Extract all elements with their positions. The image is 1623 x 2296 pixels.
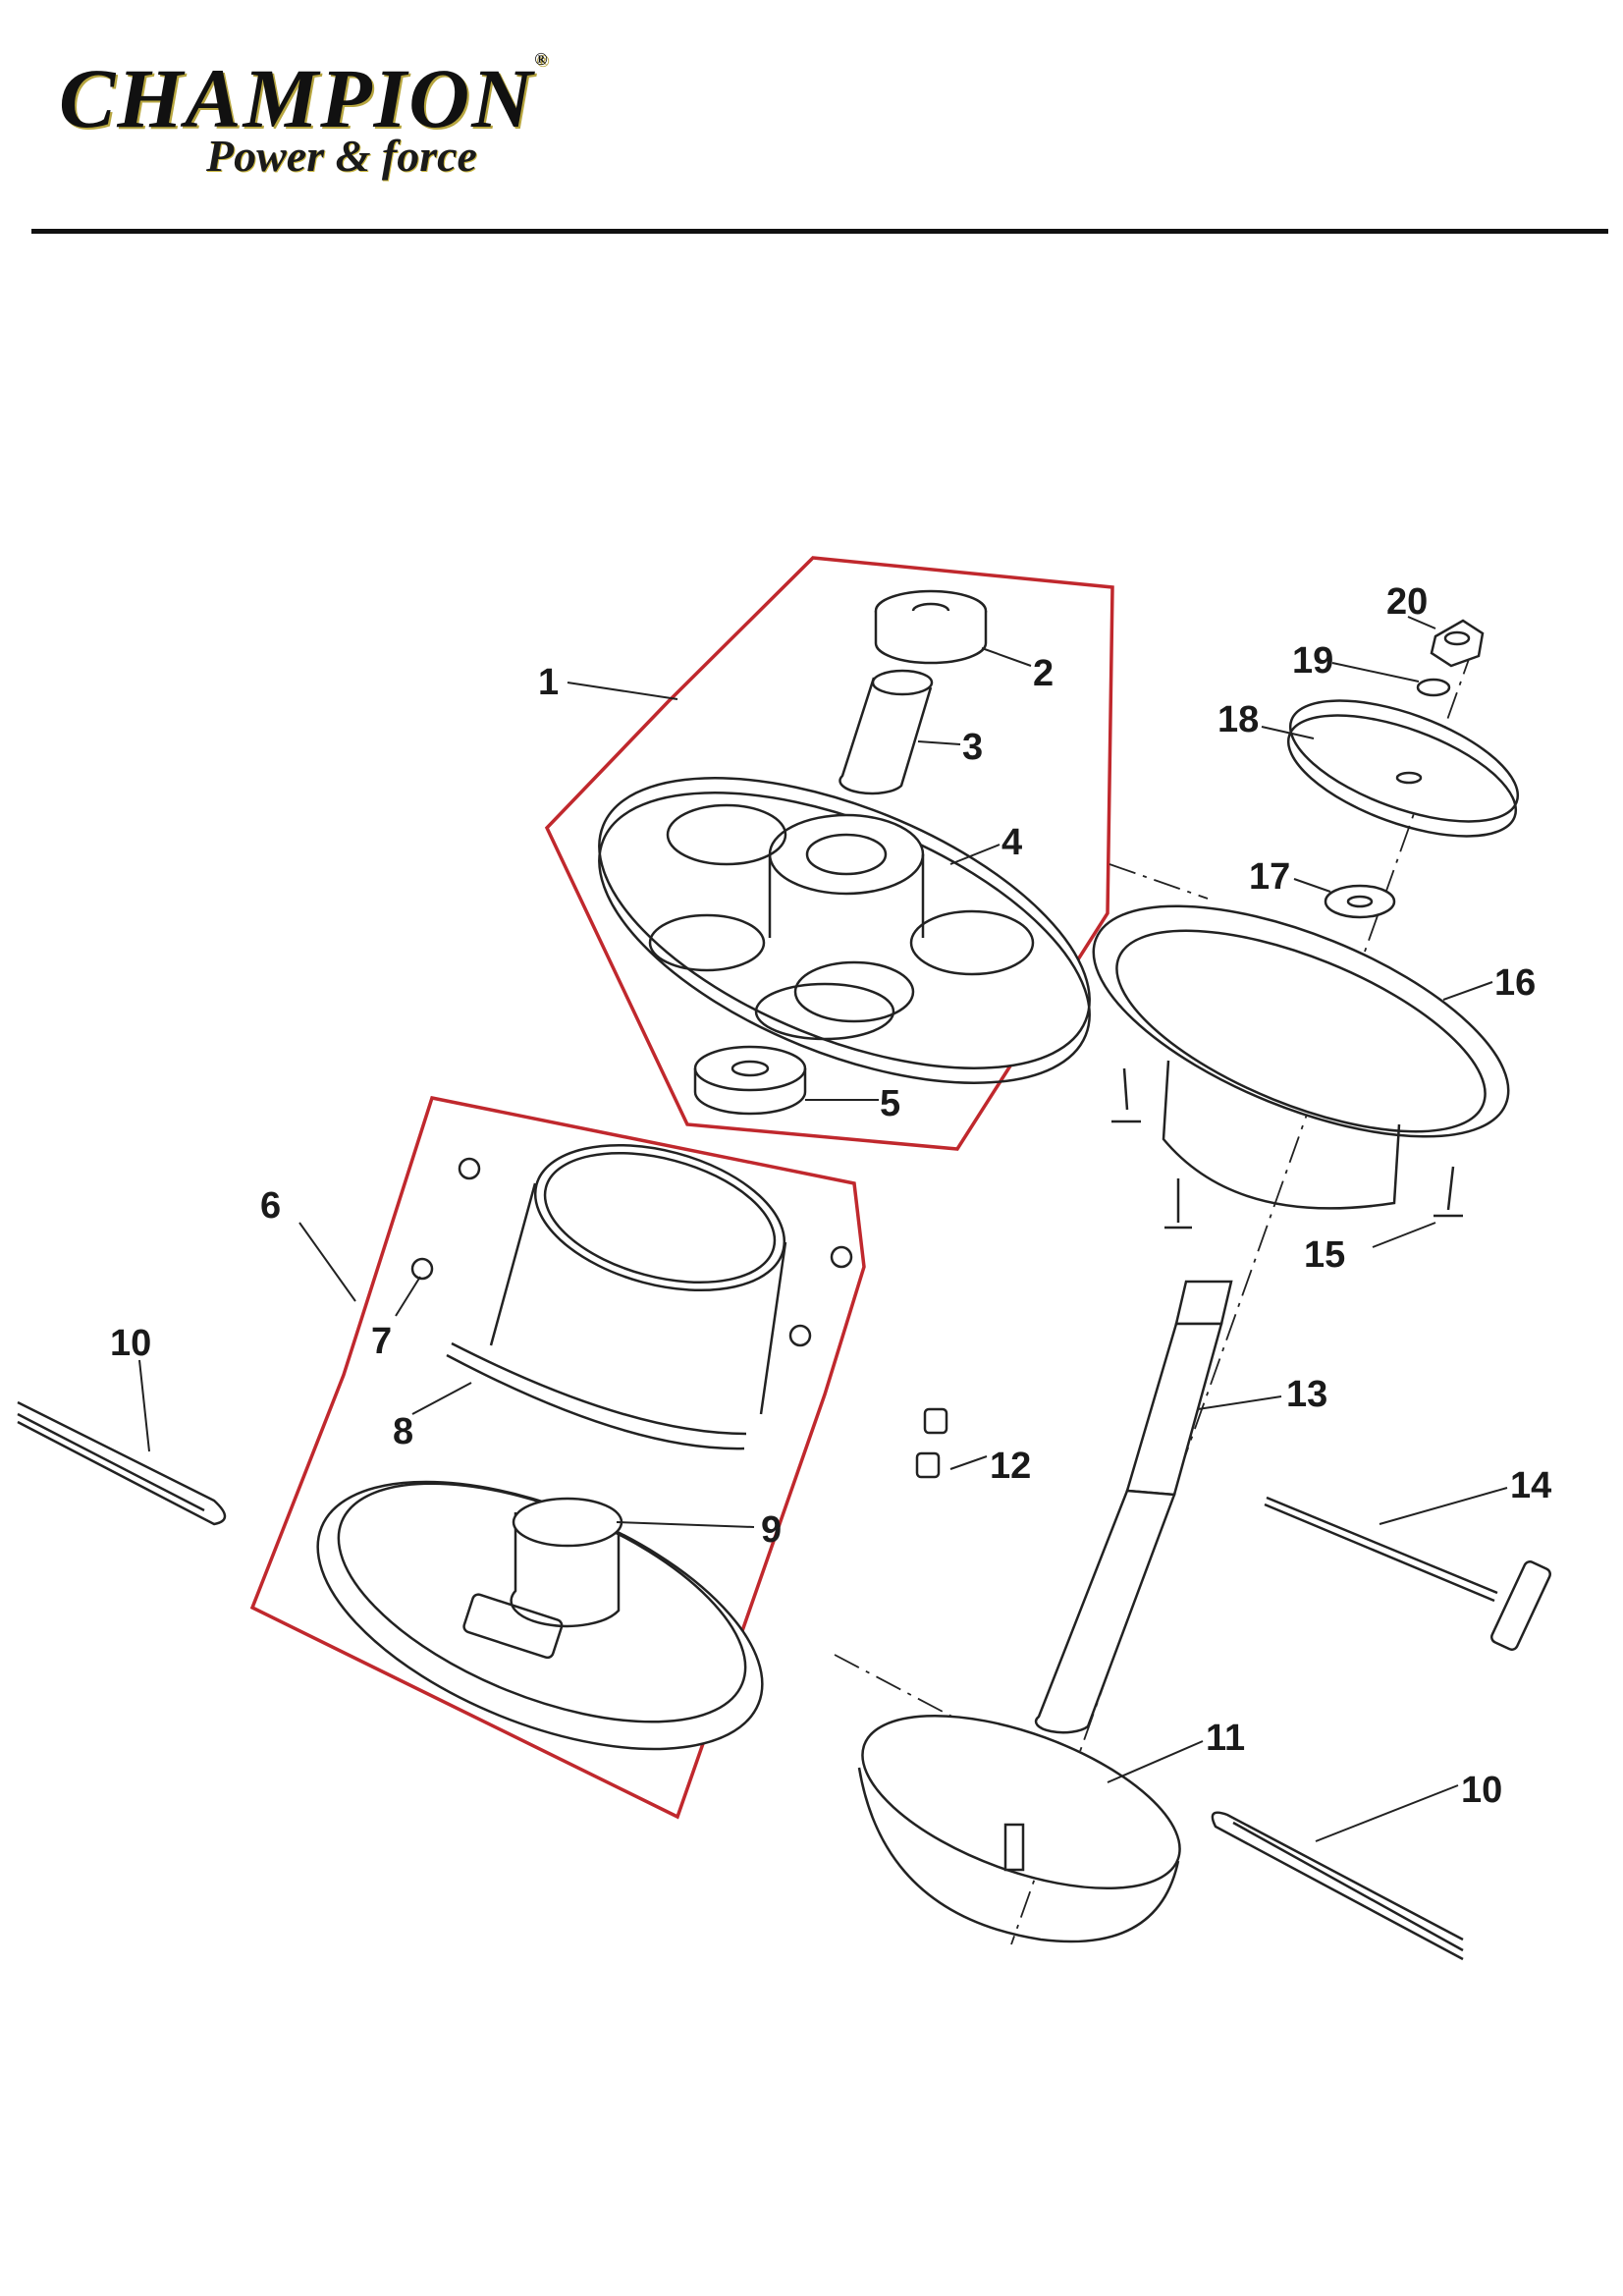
callout-8: 8	[393, 1411, 413, 1452]
brand-name: CHAMPION	[59, 51, 535, 145]
part-20-nut	[1430, 619, 1485, 668]
callout-16: 16	[1494, 962, 1536, 1004]
part-8-cover	[446, 1143, 787, 1450]
callout-10-left: 10	[110, 1323, 151, 1364]
part-16-spool-housing	[1092, 904, 1510, 1210]
callout-labels: 1 2 3 4 5 6 7 8 9 10 10 11 12 13 14 15 1…	[110, 581, 1551, 1811]
part-7-rivets	[410, 1157, 853, 1347]
callout-2: 2	[1033, 653, 1054, 694]
callout-6: 6	[260, 1185, 281, 1227]
callout-15: 15	[1304, 1234, 1345, 1276]
part-13-shaft	[1034, 1280, 1233, 1734]
callout-18: 18	[1217, 699, 1259, 740]
part-2-bushing	[874, 589, 988, 665]
part-11-bump-cup	[857, 1714, 1181, 1943]
registered-mark: ®	[534, 49, 550, 69]
part-14-hex-key	[1264, 1496, 1551, 1651]
callout-13: 13	[1286, 1374, 1327, 1415]
callout-7: 7	[371, 1321, 392, 1362]
part-5-bushing	[693, 1045, 807, 1116]
part-10-trimmer-line-left	[17, 1400, 227, 1526]
assembly-axis	[1109, 863, 1209, 900]
callout-11: 11	[1206, 1718, 1245, 1759]
callout-10-right: 10	[1461, 1770, 1502, 1811]
callout-5: 5	[880, 1083, 900, 1124]
callout-14: 14	[1510, 1465, 1551, 1506]
callout-12: 12	[990, 1446, 1031, 1487]
header-divider	[31, 229, 1608, 234]
part-4-drive-plate	[598, 777, 1091, 1084]
brand-tagline: Power & force	[206, 131, 477, 181]
callout-3: 3	[962, 727, 983, 768]
assembly-6-outline	[249, 1095, 866, 1820]
part-12-pins	[915, 1407, 948, 1479]
spindle-axis	[1010, 647, 1474, 1945]
callout-17: 17	[1249, 856, 1290, 898]
part-17-washer	[1324, 884, 1396, 919]
part-10-trimmer-line-right	[1211, 1811, 1464, 1961]
part-9-housing	[316, 1480, 764, 1751]
callout-19: 19	[1292, 640, 1333, 682]
callout-1: 1	[538, 662, 559, 703]
part-19-washer	[1416, 678, 1451, 697]
callout-20: 20	[1386, 581, 1428, 623]
assembly-1-outline	[544, 556, 1114, 1151]
part-18-spool-plate	[1286, 699, 1520, 838]
part-15-screws	[1111, 1067, 1463, 1230]
callout-9: 9	[761, 1509, 782, 1551]
lower-axis	[834, 1654, 1022, 1754]
part-3-sleeve	[839, 669, 934, 795]
leader-lines	[138, 616, 1508, 1842]
callout-4: 4	[1001, 822, 1022, 863]
